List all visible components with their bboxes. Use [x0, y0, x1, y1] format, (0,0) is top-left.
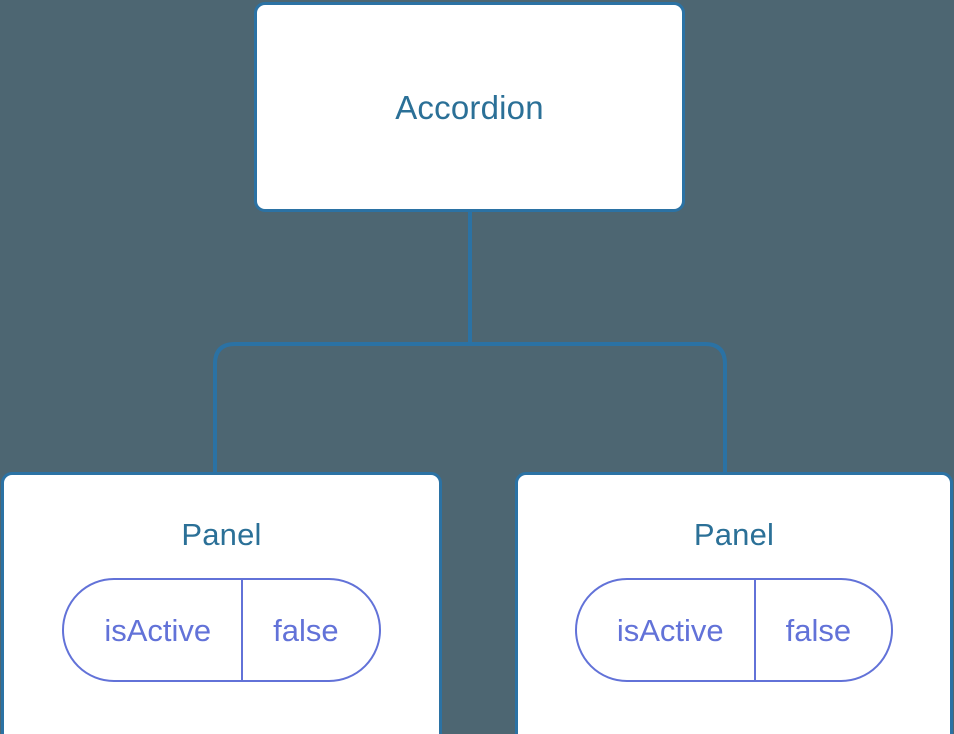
state-pill-panel-1[interactable]: isActive false [574, 578, 894, 682]
state-pill-panel-0-key: isActive [64, 580, 244, 680]
state-pill-panel-1-key: isActive [577, 580, 756, 680]
node-panel-1[interactable]: Panel isActive false [515, 472, 953, 734]
state-pill-panel-1-value: false [785, 612, 852, 648]
node-accordion[interactable]: Accordion [254, 2, 685, 212]
node-panel-0-title: Panel [181, 517, 262, 552]
connector-branch [213, 342, 727, 472]
node-panel-1-title: Panel [693, 517, 775, 552]
node-accordion-title: Accordion [395, 88, 544, 126]
node-panel-0[interactable]: Panel isActive false [1, 472, 442, 734]
state-pill-panel-0-value: false [273, 612, 339, 648]
state-pill-panel-0[interactable]: isActive false [62, 578, 381, 682]
